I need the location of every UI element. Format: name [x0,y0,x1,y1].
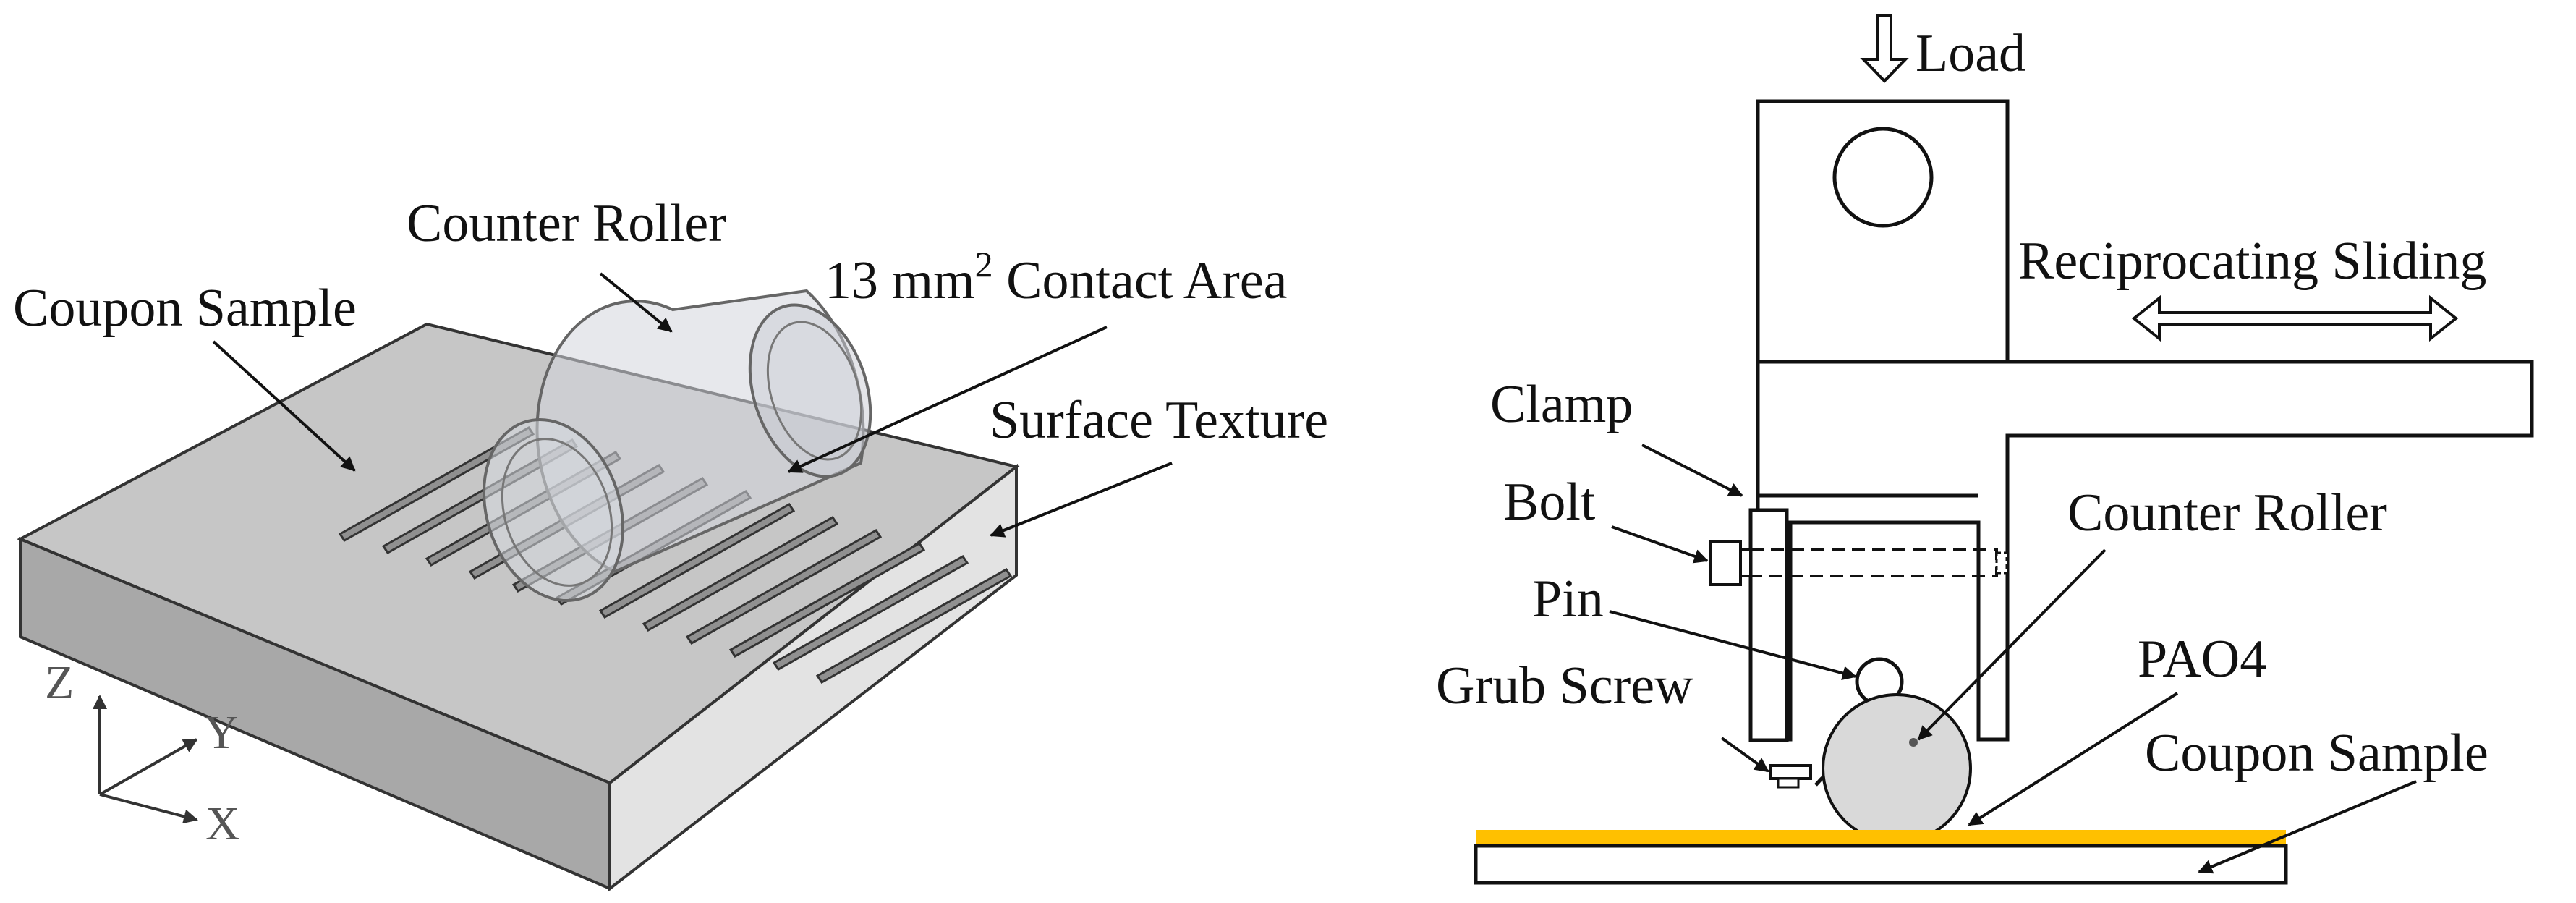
grub-screw-head [1777,777,1800,789]
coupon-sample-arrow-right [2198,780,2417,874]
counter-roller-arrow [599,272,673,333]
axis-triad [93,695,198,824]
counter-roller-section [1822,693,1972,844]
label-surface-texture: Surface Texture [990,391,1328,450]
bolt-tip [1995,551,2008,575]
counter-roller-cylinder [482,289,872,603]
right-panel: Load Reciprocating Sliding [1436,14,2534,885]
roller-near-end-inner [501,438,613,587]
y-axis-line [99,738,198,796]
axis-label-y: Y [204,706,239,759]
texture-groove [772,555,969,671]
label-coupon-sample-right: Coupon Sample [2145,724,2488,783]
texture-groove [728,542,926,658]
label-bolt: Bolt [1503,472,1596,532]
label-contact-area: 13 mm2 Contact Area [825,244,1287,310]
x-axis-line [99,793,198,824]
label-load: Load [1916,24,2025,83]
texture-groove [815,568,1013,684]
label-pao4: PAO4 [2138,629,2266,689]
contact-area-arrow [787,326,1108,473]
label-counter-roller-left: Counter Roller [407,194,726,253]
grub-screw-arrow [1720,737,1769,773]
texture-groove [642,516,839,632]
pao4-layer [1476,830,2286,846]
loading-block-hole [1832,127,1934,228]
pao4-arrow [1968,692,2179,826]
coupon-sample-bar [1474,844,2288,885]
axis-label-x: X [205,797,240,850]
label-clamp: Clamp [1490,375,1633,434]
label-pin: Pin [1532,569,1604,629]
counter-roller-arrow-right [1917,548,2107,741]
load-arrow [1860,14,1909,83]
label-grub-screw: Grub Screw [1436,656,1693,716]
roller-centre-dot [1909,738,1918,747]
roller-near-end [482,417,625,603]
bolt-neck [1739,548,1752,577]
roller-far-end-inner [766,321,863,461]
clamp-plate [1748,508,1789,742]
left-panel: Counter Roller Coupon Sample 13 mm2 Cont… [13,194,1328,892]
texture-groove [685,529,883,645]
texture-groove [598,503,796,619]
surface-texture-arrow [990,462,1173,538]
bolt-head [1709,540,1742,586]
pin-arrow [1609,610,1857,681]
axis-label-z: Z [45,656,74,709]
label-coupon-sample-left: Coupon Sample [13,279,357,338]
grub-screw [1769,764,1812,780]
label-reciprocating-sliding: Reciprocating Sliding [2018,232,2486,291]
bolt-shank [1749,548,1998,577]
label-counter-roller-right: Counter Roller [2067,483,2387,543]
bolt-arrow [1611,525,1709,564]
clamp-arrow [1641,444,1743,497]
reciprocating-arrow [2131,294,2459,342]
coupon-sample-arrow [212,340,356,472]
